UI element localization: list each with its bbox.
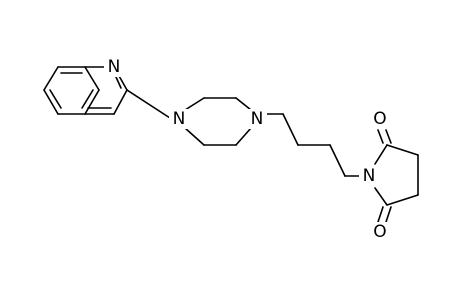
bond	[49, 89, 62, 109]
bond	[329, 144, 346, 177]
bond	[282, 113, 299, 146]
bond	[385, 129, 392, 144]
bond	[184, 127, 205, 146]
carbonyl-oxygen-top: O	[370, 109, 390, 129]
bond	[377, 129, 384, 144]
atom-label-layer: N N N N O O	[104, 57, 390, 242]
bond	[126, 89, 171, 119]
bond	[113, 89, 128, 115]
atom-label: N	[173, 109, 186, 129]
bond	[377, 206, 384, 223]
bond	[81, 89, 94, 109]
bond	[184, 97, 205, 111]
imide-nitrogen: N	[359, 166, 379, 186]
bond	[386, 144, 419, 156]
atom-label: O	[373, 109, 386, 129]
bond-layer	[43, 66, 419, 223]
bond	[386, 194, 419, 206]
bond	[84, 66, 100, 91]
piperazine-nitrogen-right: N	[247, 109, 267, 129]
atom-label: O	[373, 222, 386, 242]
bond	[374, 144, 388, 165]
piperazine-nitrogen-left: N	[169, 109, 189, 129]
atom-label: N	[251, 109, 264, 129]
bond	[43, 66, 59, 91]
bond	[43, 89, 59, 115]
atom-label: N	[363, 166, 376, 186]
atom-label: N	[108, 57, 121, 77]
bond	[115, 76, 122, 89]
carbonyl-oxygen-bottom: O	[370, 222, 390, 242]
bond	[235, 127, 252, 146]
bond	[374, 187, 388, 206]
quinoline-nitrogen: N	[104, 57, 124, 77]
bond	[235, 97, 252, 111]
bond	[84, 89, 100, 115]
bond	[385, 206, 392, 223]
